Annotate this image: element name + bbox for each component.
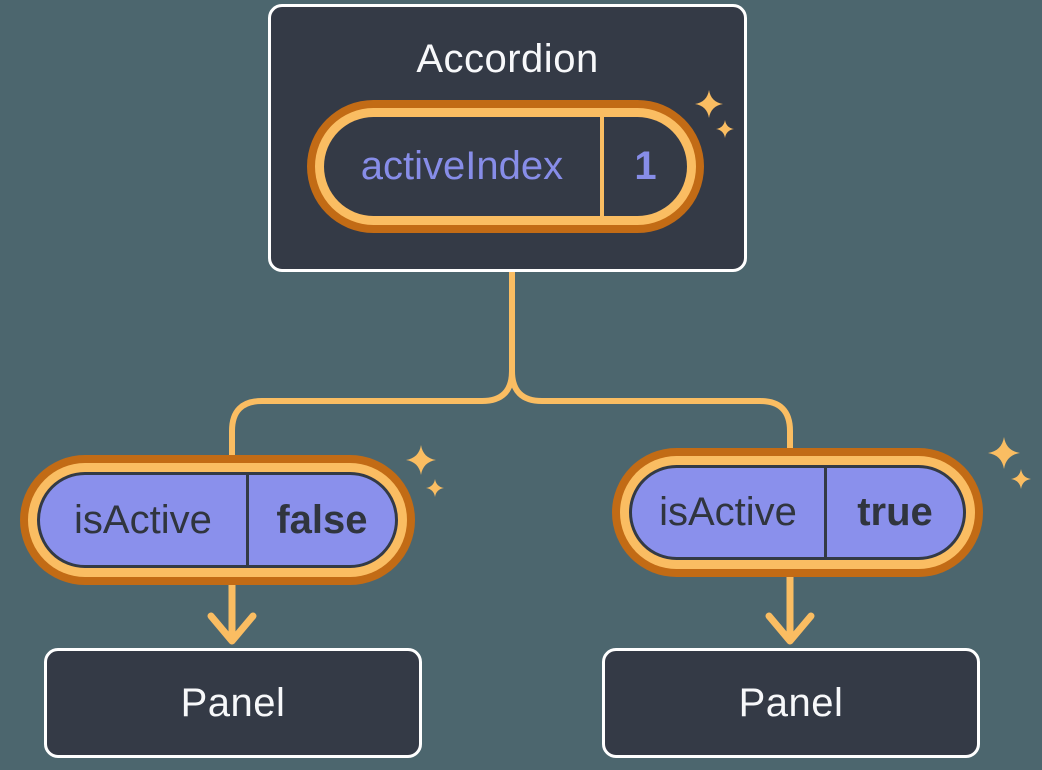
sparkle-icon [406,445,436,475]
sparkle-icon [695,90,723,118]
panel-title: Panel [738,680,844,725]
pill-divider [823,468,827,557]
accordion-component-box: Accordion activeIndex 1 [268,4,747,272]
activeindex-state-pill: activeIndex 1 [307,100,704,233]
state-pill-inner-ring: activeIndex 1 [315,108,696,225]
pill-divider [245,475,249,565]
sparkle-icon [716,120,734,138]
sparkle-icon [426,479,444,497]
sparkle-icon [988,437,1020,469]
state-value: true [857,490,933,534]
state-value: false [276,497,368,542]
sparkle-icon [1011,469,1031,489]
panel-box-left: Panel [44,648,422,758]
panel-box-right: Panel [602,648,980,758]
state-value: 1 [634,144,657,188]
pill-divider [599,117,604,216]
accordion-title: Accordion [416,37,599,81]
panel-title: Panel [180,680,286,725]
state-label: isActive [659,490,797,534]
isactive-state-pill-left: isActive false [20,455,415,585]
state-pill-inner-ring: isActive true [620,456,975,569]
state-label: isActive [74,497,212,542]
state-label: activeIndex [360,144,564,188]
isactive-state-pill-right: isActive true [612,448,983,577]
state-pill-inner-ring: isActive false [28,463,407,577]
